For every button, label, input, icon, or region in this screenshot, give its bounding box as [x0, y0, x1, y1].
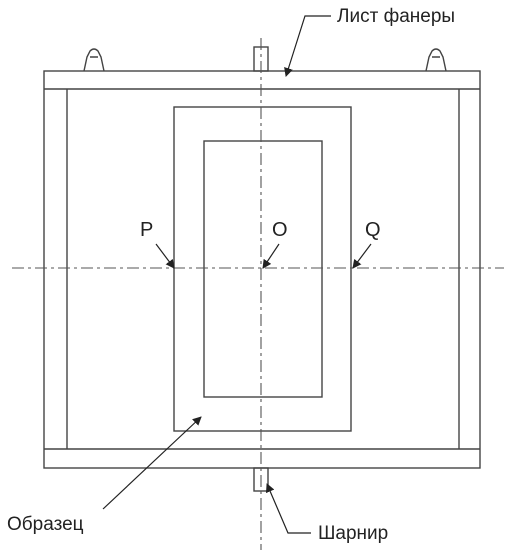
point-p-leader: [155, 243, 175, 269]
hinge-label: Шарнир: [318, 523, 388, 544]
point-o-label: O: [272, 219, 288, 241]
plywood-sheet-label: Лист фанеры: [337, 6, 455, 27]
point-o-leader: [262, 243, 280, 269]
left-clamp: [83, 48, 105, 72]
hinge-leader: [266, 483, 311, 534]
specimen-outer: [173, 106, 352, 432]
point-q-label: Q: [365, 219, 381, 241]
specimen-inner: [203, 140, 323, 398]
point-q-leader: [352, 243, 372, 269]
right-clamp: [425, 48, 447, 72]
point-p-label: P: [140, 219, 153, 241]
specimen-leader: [102, 416, 202, 510]
specimen-label: Образец: [7, 514, 84, 535]
plywood-leader: [284, 15, 331, 77]
outer-frame: [43, 70, 481, 469]
